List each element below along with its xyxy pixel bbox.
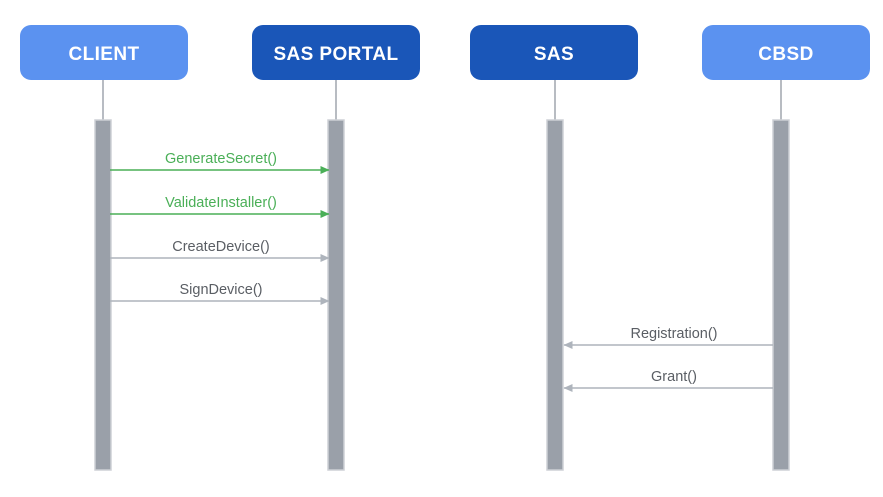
actor-sas[interactable]: SAS bbox=[470, 25, 638, 80]
actor-cbsd[interactable]: CBSD bbox=[702, 25, 870, 80]
message-label-sign-device: SignDevice() bbox=[180, 282, 263, 298]
lifelines-group bbox=[102, 80, 782, 121]
message-label-grant: Grant() bbox=[651, 369, 697, 385]
actor-box-client[interactable] bbox=[20, 25, 188, 80]
message-registration[interactable]: Registration() bbox=[563, 326, 773, 349]
activation-bars-group bbox=[94, 119, 790, 471]
message-sign-device[interactable]: SignDevice() bbox=[110, 282, 330, 305]
actor-label-cbsd: CBSD bbox=[758, 44, 813, 65]
activation-bar-client bbox=[94, 119, 112, 471]
message-generate-secret[interactable]: GenerateSecret() bbox=[110, 151, 330, 174]
message-label-validate-installer: ValidateInstaller() bbox=[165, 195, 277, 211]
activation-bar-sas bbox=[546, 119, 564, 471]
message-create-device[interactable]: CreateDevice() bbox=[110, 239, 330, 262]
message-label-create-device: CreateDevice() bbox=[172, 239, 270, 255]
actor-box-sas-portal[interactable] bbox=[252, 25, 420, 80]
activation-bar-cbsd bbox=[772, 119, 790, 471]
actor-box-cbsd[interactable] bbox=[702, 25, 870, 80]
actor-label-sas-portal: SAS PORTAL bbox=[273, 44, 398, 65]
activation-bar-sas-portal bbox=[327, 119, 345, 471]
message-validate-installer[interactable]: ValidateInstaller() bbox=[110, 195, 330, 218]
actor-label-client: CLIENT bbox=[68, 44, 139, 65]
actor-sas-portal[interactable]: SAS PORTAL bbox=[252, 25, 420, 80]
actor-client[interactable]: CLIENT bbox=[20, 25, 188, 80]
message-grant[interactable]: Grant() bbox=[563, 369, 773, 392]
actor-label-sas: SAS bbox=[534, 44, 574, 65]
message-label-registration: Registration() bbox=[630, 326, 717, 342]
message-label-generate-secret: GenerateSecret() bbox=[165, 151, 277, 167]
actor-box-sas[interactable] bbox=[470, 25, 638, 80]
